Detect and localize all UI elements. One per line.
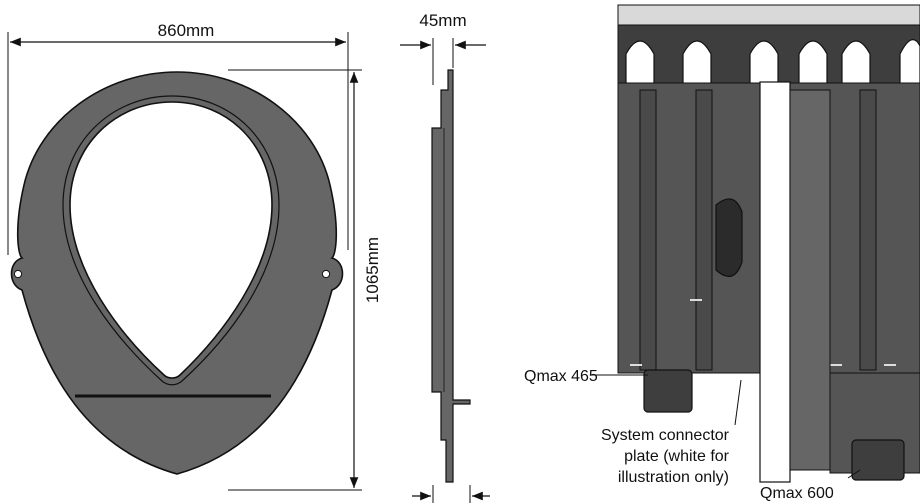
side-view: 45mm	[400, 11, 490, 503]
central-opening	[69, 101, 273, 379]
depth-dimension-label: 45mm	[419, 11, 466, 30]
assembly-arches	[625, 39, 920, 85]
handle-grip	[715, 198, 743, 277]
connector-plate-label-line1: System connector	[601, 427, 730, 444]
front-view: 860mm 1065mm	[7, 21, 382, 491]
connector-plate-leader	[734, 379, 742, 426]
qmax-600-label: Qmax 600	[760, 485, 834, 502]
side-profile	[431, 69, 471, 483]
width-dimension-label: 860mm	[158, 21, 215, 40]
connector-plate-housing	[789, 89, 831, 471]
qmax-465-label: Qmax 465	[524, 368, 598, 385]
connector-plate-label-line2: plate (white for	[624, 448, 730, 465]
assembly-top-frame	[617, 4, 920, 26]
opening-rim	[62, 95, 280, 386]
white-connector-plate	[759, 81, 791, 483]
height-dimension-label: 1065mm	[363, 237, 382, 303]
mounting-hole-left	[13, 269, 23, 279]
assembly-view: Qmax 465 System connector plate (white f…	[524, 4, 920, 502]
qmax-600-bottom-leg	[851, 439, 905, 481]
qmax-600-leader	[847, 469, 861, 479]
mounting-hole-right	[321, 269, 331, 279]
qmax-465-bottom-leg	[643, 369, 693, 413]
connector-plate-label-line3: illustration only)	[618, 469, 729, 486]
assembly-tick-marks	[630, 299, 896, 366]
